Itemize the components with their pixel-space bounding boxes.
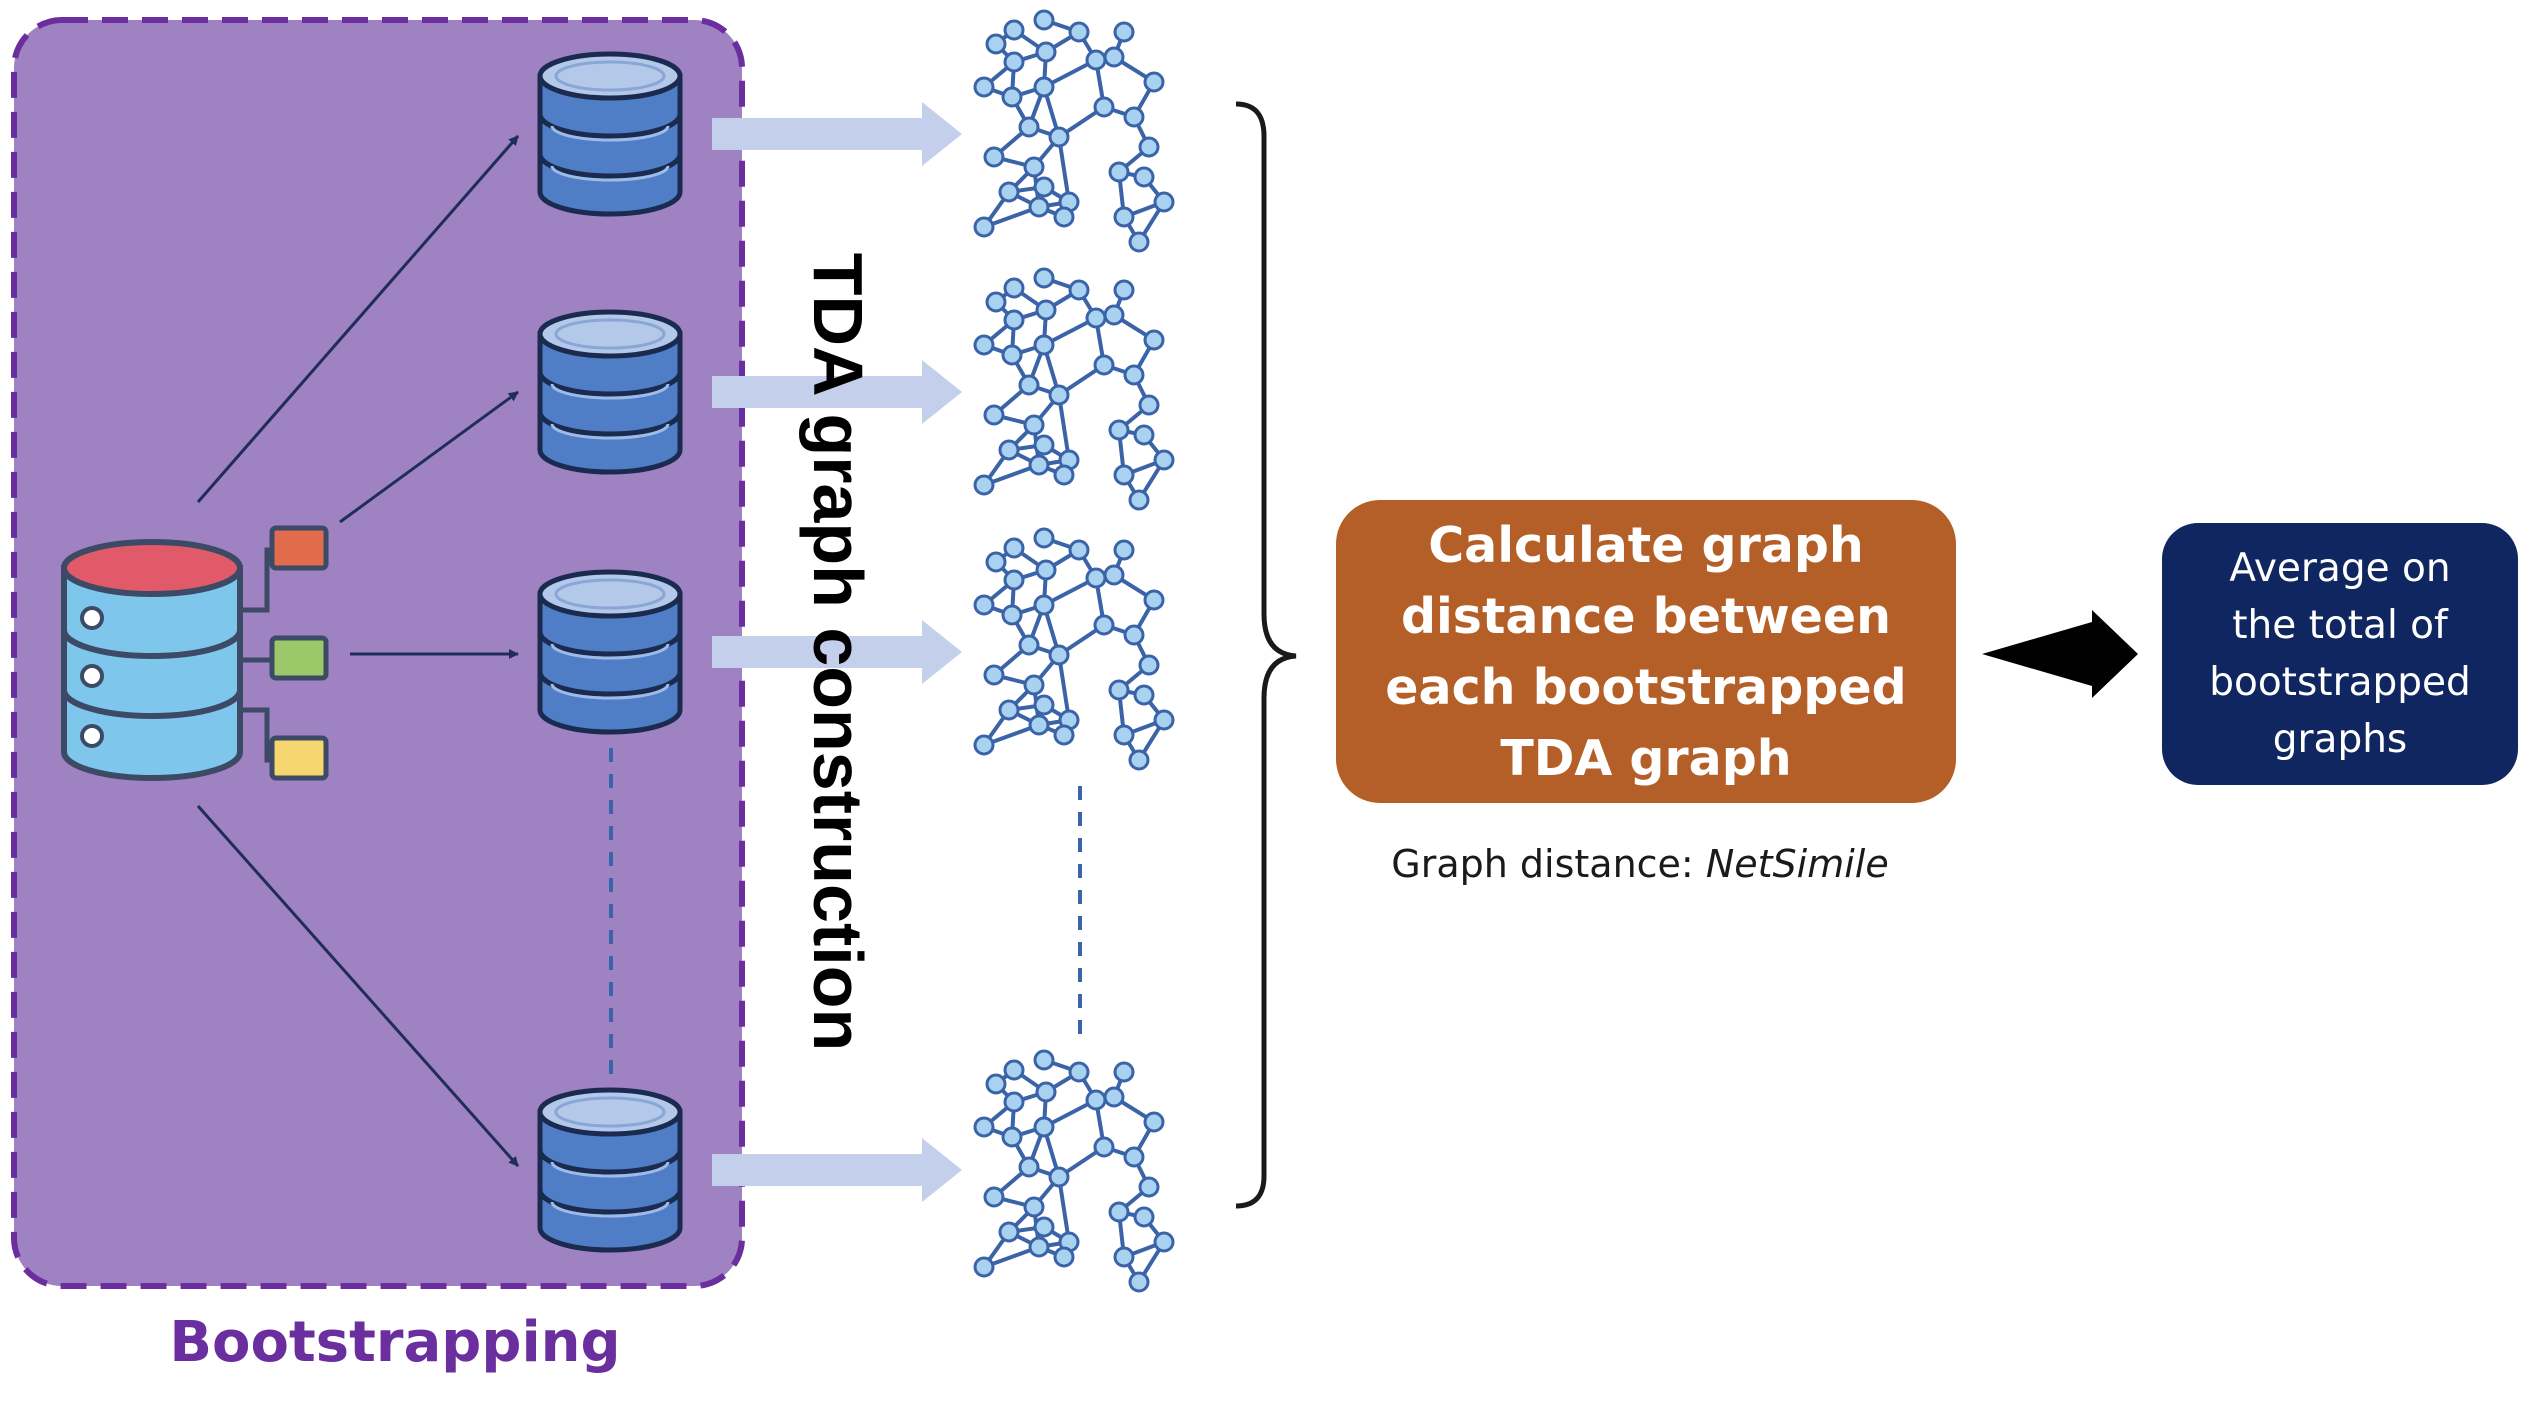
network-graph-icon: [973, 527, 1175, 771]
calculate-line-2: distance between: [1400, 587, 1892, 645]
average-line-3: bootstrapped: [2209, 660, 2471, 705]
database-stack-icon: [540, 572, 680, 732]
tda-construction-label: TDA graph construction: [799, 252, 877, 1052]
arrow-to-sample-2: [339, 390, 519, 524]
distance-note-prefix: Graph distance:: [1391, 842, 1706, 886]
average-text: Average on the total of bootstrapped gra…: [2209, 540, 2471, 768]
calculate-distance-text: Calculate graph distance between each bo…: [1385, 510, 1906, 794]
arrow-to-sample-1: [196, 135, 520, 503]
database-stack-icon: [540, 54, 680, 214]
database-stack-icon: [540, 312, 680, 472]
distance-method: NetSimile: [1705, 842, 1889, 886]
grouping-brace: [1235, 101, 1297, 1209]
calculate-distance-box: Calculate graph distance between each bo…: [1336, 500, 1956, 803]
arrow-to-sample-n: [196, 805, 520, 1167]
network-graph-icon: [973, 267, 1175, 511]
database-source-icon: [61, 525, 329, 781]
graph-distance-note: Graph distance: NetSimile: [1330, 842, 1950, 886]
calculate-line-3: each bootstrapped: [1385, 658, 1907, 716]
network-graph-icon: [973, 9, 1175, 253]
average-line-4: graphs: [2272, 717, 2408, 762]
database-stack-icon: [540, 1090, 680, 1250]
bootstrapping-label: Bootstrapping: [169, 1310, 621, 1375]
construction-arrow: [712, 102, 962, 166]
average-line-1: Average on: [2229, 546, 2451, 591]
average-line-2: the total of: [2232, 603, 2448, 648]
calculate-line-4: TDA graph: [1500, 729, 1792, 787]
network-graph-icon: [973, 1049, 1175, 1293]
average-result-box: Average on the total of bootstrapped gra…: [2162, 523, 2518, 785]
calculate-line-1: Calculate graph: [1428, 516, 1864, 574]
result-arrow: [1982, 610, 2138, 698]
construction-arrow: [712, 1138, 962, 1202]
